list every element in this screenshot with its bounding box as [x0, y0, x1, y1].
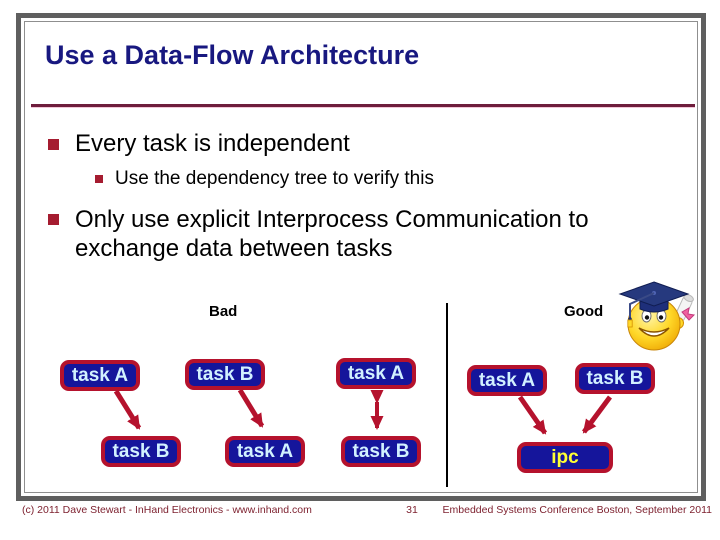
task-box: task A — [336, 358, 416, 389]
bullet-text: Every task is independent — [75, 130, 350, 157]
bullet-square-icon — [48, 214, 59, 225]
arrow-good-taska-to-ipc — [517, 395, 548, 435]
arrow-bad-1 — [113, 389, 142, 430]
slide-frame: Use a Data-Flow Architecture Every task … — [16, 13, 706, 501]
sub-bullet-item: Use the dependency tree to verify this — [95, 168, 434, 190]
task-box: task A — [467, 365, 547, 396]
bullet-text: Only use explicit Interprocess Communica… — [75, 206, 589, 263]
task-box: task A — [60, 360, 140, 391]
bullet-item-2: Only use explicit Interprocess Communica… — [48, 205, 680, 264]
good-column-label: Good — [564, 303, 604, 320]
task-box: task B — [575, 363, 655, 394]
bullet-square-icon — [48, 139, 59, 150]
bad-good-divider-line — [446, 303, 448, 487]
ipc-box: ipc — [517, 442, 613, 473]
task-box: task B — [101, 436, 181, 467]
footer-conference: Embedded Systems Conference Boston, Sept… — [442, 504, 712, 516]
slide-title: Use a Data-Flow Architecture — [45, 40, 420, 70]
task-box: task B — [185, 359, 265, 390]
arrow-good-taskb-to-ipc — [581, 395, 613, 434]
sub-bullet-text: Use the dependency tree to verify this — [115, 168, 434, 189]
bullet-item-1: Every task is independent — [48, 130, 350, 158]
footer-copyright: (c) 2011 Dave Stewart - InHand Electroni… — [22, 504, 312, 516]
bullet-square-icon — [95, 175, 103, 183]
task-box: task A — [225, 436, 305, 467]
title-rule — [31, 104, 695, 108]
graduate-smiley-icon — [618, 281, 696, 351]
arrow-bad-2 — [237, 388, 265, 428]
task-box: task B — [341, 436, 421, 467]
footer-page-number: 31 — [406, 504, 418, 516]
bad-column-label: Bad — [209, 303, 238, 320]
